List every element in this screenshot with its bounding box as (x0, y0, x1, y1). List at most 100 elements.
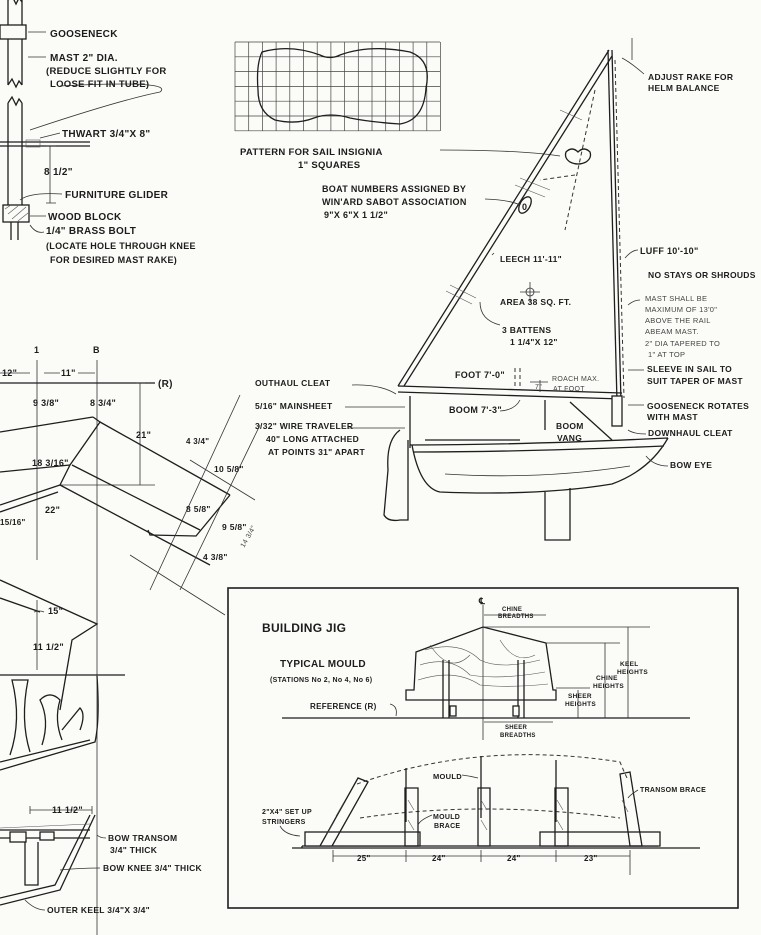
mould-brace-label: BRACE (434, 823, 460, 830)
height-dim: 8 1/2" (44, 167, 73, 178)
mast-rule: ABOVE THE RAIL (645, 316, 711, 325)
sail-number: 0 (522, 202, 527, 212)
dimension: 22" (45, 505, 60, 515)
dimension: 9 5/8" (222, 522, 247, 532)
battens-label: 3 BATTENS (502, 325, 551, 335)
leech-label: LEECH 11'-11" (500, 254, 562, 264)
dimension: 9 3/8" (33, 398, 59, 408)
mould-label: MOULD (433, 772, 462, 781)
gooseneck-rotates-label: WITH MAST (647, 412, 698, 422)
mainsheet-label: 5/16" MAINSHEET (255, 401, 333, 411)
keel-heights-label: HEIGHTS (617, 669, 648, 676)
boat-numbers-label: WIN'ARD SABOT ASSOCIATION (322, 197, 467, 207)
foot-label: FOOT 7'-0" (455, 370, 505, 380)
vang-label: BOOM (556, 421, 584, 431)
wood-block-label: WOOD BLOCK (48, 212, 122, 223)
mast-step-detail (0, 0, 162, 240)
gooseneck-fitting (0, 24, 27, 40)
building-jig-panel (227, 587, 739, 909)
thwart-label: THWART 3/4"X 8" (62, 129, 150, 140)
spacing-dimension: 23" (584, 854, 598, 863)
downhaul-label: DOWNHAUL CLEAT (648, 428, 733, 438)
area-label: AREA 38 SQ. FT. (500, 297, 571, 307)
outhaul-label: OUTHAUL CLEAT (255, 378, 331, 388)
dimension: 8 3/4" (90, 398, 116, 408)
dimension: 11" (61, 368, 76, 378)
building-jig-title: BUILDING JIG (262, 621, 346, 635)
boat-numbers-label: BOAT NUMBERS ASSIGNED BY (322, 184, 466, 194)
mast (607, 49, 622, 403)
roach-label: AT FOOT (553, 386, 585, 393)
stringers-label: STRINGERS (262, 819, 306, 826)
mast-rule: 2" DIA TAPERED TO (645, 339, 720, 348)
adjust-rake-label: HELM BALANCE (648, 83, 720, 93)
spacing-dimension: 25" (357, 854, 371, 863)
roach-dim: 7" (535, 384, 542, 391)
mast-rule: MAST SHALL BE (645, 294, 707, 303)
mast-rule: ABEAM MAST. (645, 327, 699, 336)
spacing-dimension: 24" (507, 854, 521, 863)
adjust-rake-label: ADJUST RAKE FOR (648, 72, 733, 82)
bolt-note: FOR DESIRED MAST RAKE) (50, 255, 177, 265)
dimension: 15" (48, 606, 63, 616)
sleeve-label: SLEEVE IN SAIL TO (647, 364, 732, 374)
luff-label: LUFF 10'-10" (640, 246, 699, 256)
mast-rule: 1" AT TOP (648, 350, 685, 359)
dimension: 11 1/2" (33, 642, 64, 652)
mast-note: (REDUCE SLIGHTLY FOR (46, 66, 167, 77)
bow-transom-label: 3/4" THICK (110, 845, 158, 855)
bolt-note: (LOCATE HOLE THROUGH KNEE (46, 241, 196, 251)
dimension: 21" (136, 430, 151, 440)
reference-label: REFERENCE (R) (310, 702, 377, 711)
roach-label: ROACH MAX. (552, 376, 599, 383)
spacing-dimension: 24" (432, 854, 446, 863)
hull-section-drawing (0, 360, 261, 935)
battens-size: 1 1/4"X 12" (510, 337, 558, 347)
glider-label: FURNITURE GLIDER (65, 190, 169, 201)
insignia-outline (256, 47, 428, 125)
vang-label: VANG (557, 433, 582, 443)
chine-heights-label: HEIGHTS (593, 683, 624, 690)
keel-heights-label: KEEL (620, 661, 639, 668)
sleeve-label: SUIT TAPER OF MAST (647, 376, 743, 386)
sheer-heights-label: SHEER (568, 693, 592, 700)
mould-brace-label: MOULD (433, 814, 460, 821)
bolt-label: 1/4" BRASS BOLT (46, 226, 136, 237)
no-stays-label: NO STAYS OR SHROUDS (648, 270, 756, 280)
station-label: B (93, 345, 100, 355)
sheer-breadths-label: SHEER (505, 725, 528, 731)
mould-outline (405, 626, 557, 701)
sheer-heights-label: HEIGHTS (565, 701, 596, 708)
mast-note: LOOSE FIT IN TUBE) (50, 79, 149, 90)
sail-plan (345, 38, 669, 541)
dimension: 12" (2, 368, 17, 378)
daggerboard (544, 488, 571, 541)
bow-detail-drawing (0, 579, 125, 911)
traveler-label: 3/32" WIRE TRAVELER (255, 421, 353, 431)
insignia-squares: 1" SQUARES (298, 160, 360, 171)
stringers-label: 2"X4" SET UP (262, 809, 312, 816)
station-label: 1 (34, 345, 39, 355)
outer-keel-label: OUTER KEEL 3/4"X 3/4" (47, 905, 150, 915)
bow-transom-label: BOW TRANSOM (108, 833, 177, 843)
insignia-caption: PATTERN FOR SAIL INSIGNIA (240, 147, 383, 158)
dimension: 4 3/4" (186, 437, 209, 446)
boom-label: BOOM 7'-3" (449, 405, 502, 415)
chine-breadths-label: BREADTHS (498, 614, 534, 620)
chine-breadths-label: CHINE (502, 607, 522, 613)
centerline-symbol: ℄ (478, 596, 485, 606)
dimension: 4 3/8" (203, 552, 228, 562)
dimension: 10 5/8" (214, 464, 244, 474)
rudder (383, 429, 409, 522)
dimension: 8 5/8" (186, 504, 211, 514)
traveler-label: 40" LONG ATTACHED (266, 434, 359, 444)
stations-label: (STATIONS No 2, No 4, No 6) (270, 677, 372, 684)
boom (397, 385, 623, 400)
transom-brace-label: TRANSOM BRACE (640, 787, 706, 794)
dimension: 18 3/16" (32, 458, 69, 468)
gooseneck-label: GOOSENECK (50, 29, 118, 40)
bow-eye-label: BOW EYE (670, 460, 712, 470)
